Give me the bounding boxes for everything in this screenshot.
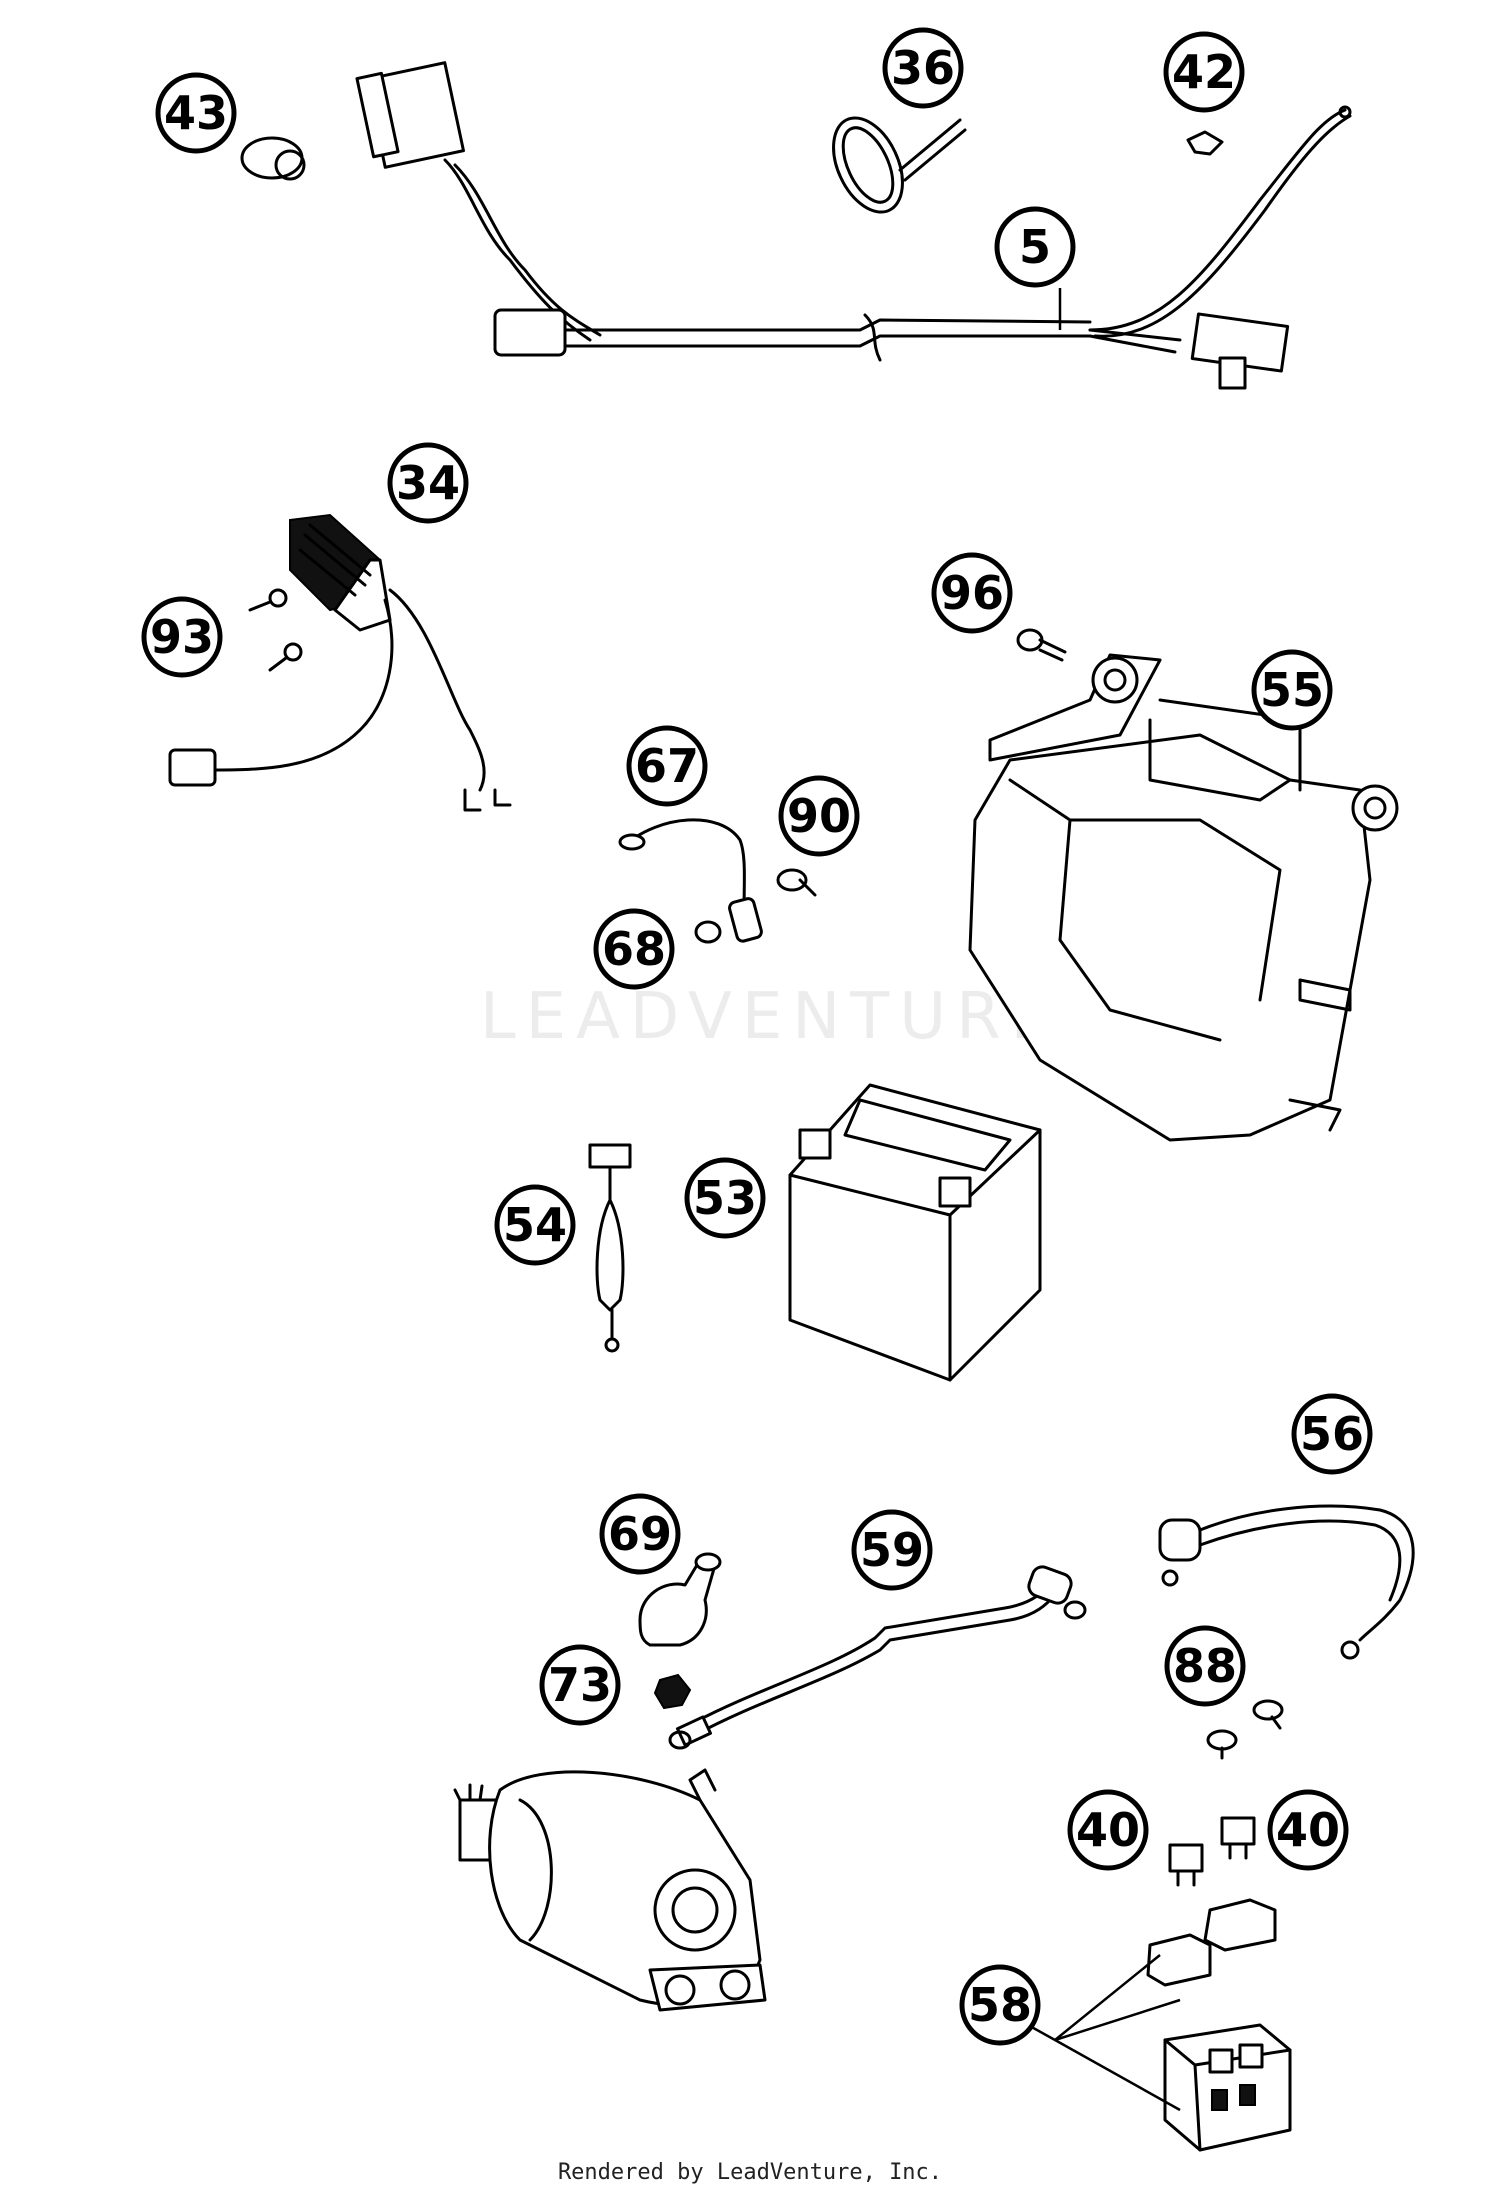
small-clip-part (1186, 130, 1224, 156)
clip-part (240, 136, 306, 181)
callout-label: 56 (1300, 1407, 1364, 1461)
callout-56: 56 (1291, 1393, 1373, 1475)
callout-label: 58 (968, 1978, 1032, 2032)
callout-59: 59 (851, 1509, 933, 1591)
battery (788, 1083, 1042, 1382)
wiring-harness (355, 61, 1352, 390)
callout-34: 34 (387, 442, 469, 524)
callout-label: 93 (150, 610, 214, 664)
callout-label: 5 (1019, 220, 1051, 274)
washer-part (694, 920, 722, 944)
nut-part (653, 1673, 692, 1710)
callout-label: 88 (1173, 1639, 1237, 1693)
cable-tie-part (832, 116, 967, 214)
callout-36: 36 (882, 27, 964, 109)
fuse-part-b (1220, 1816, 1256, 1860)
voltage-regulator (168, 513, 512, 812)
callout-58: 58 (959, 1964, 1041, 2046)
callout-73: 73 (539, 1644, 621, 1726)
screws-part-88 (1206, 1699, 1284, 1760)
callout-93: 93 (141, 596, 223, 678)
fuse-part-a (1168, 1843, 1204, 1887)
callout-42: 42 (1163, 31, 1245, 113)
ground-cable-part (618, 818, 763, 943)
callout-88: 88 (1164, 1625, 1246, 1707)
callout-90: 90 (778, 775, 860, 857)
starter-relay (1146, 1898, 1292, 2152)
callout-label: 73 (548, 1658, 612, 1712)
bolt-part (1016, 628, 1067, 662)
callout-55: 55 (1251, 649, 1333, 731)
callout-label: 54 (503, 1198, 567, 1252)
callout-label: 96 (940, 566, 1004, 620)
callout-40-right: 40 (1267, 1789, 1349, 1871)
callout-54: 54 (494, 1184, 576, 1266)
vent-tube-part (588, 1143, 632, 1353)
screws-part (248, 588, 303, 672)
callout-43: 43 (155, 72, 237, 154)
callout-40-left: 40 (1067, 1789, 1149, 1871)
callout-68: 68 (593, 908, 675, 990)
callout-label: 36 (891, 41, 955, 95)
rubber-boot-part (638, 1552, 722, 1647)
callout-69: 69 (599, 1493, 681, 1575)
callout-label: 40 (1076, 1803, 1140, 1857)
callout-label: 67 (635, 739, 699, 793)
callout-label: 55 (1260, 663, 1324, 717)
starter-cable-part (668, 1565, 1087, 1750)
starter-motor (453, 1768, 767, 2012)
callout-label: 59 (860, 1523, 924, 1577)
callout-label: 90 (787, 789, 851, 843)
callout-53: 53 (684, 1157, 766, 1239)
callout-label: 69 (608, 1507, 672, 1561)
callout-label: 34 (396, 456, 460, 510)
callout-label: 42 (1172, 45, 1236, 99)
screw-part (776, 868, 817, 897)
callout-96: 96 (931, 552, 1013, 634)
battery-cable-part (1158, 1504, 1415, 1660)
callout-label: 40 (1276, 1803, 1340, 1857)
callout-label: 53 (693, 1171, 757, 1225)
callout-label: 43 (164, 86, 228, 140)
callout-67: 67 (626, 725, 708, 807)
battery-holder (968, 653, 1399, 1142)
callout-label: 68 (602, 922, 666, 976)
footer-credit: Rendered by LeadVenture, Inc. (557, 2160, 943, 2185)
callout-5: 5 (994, 206, 1076, 288)
